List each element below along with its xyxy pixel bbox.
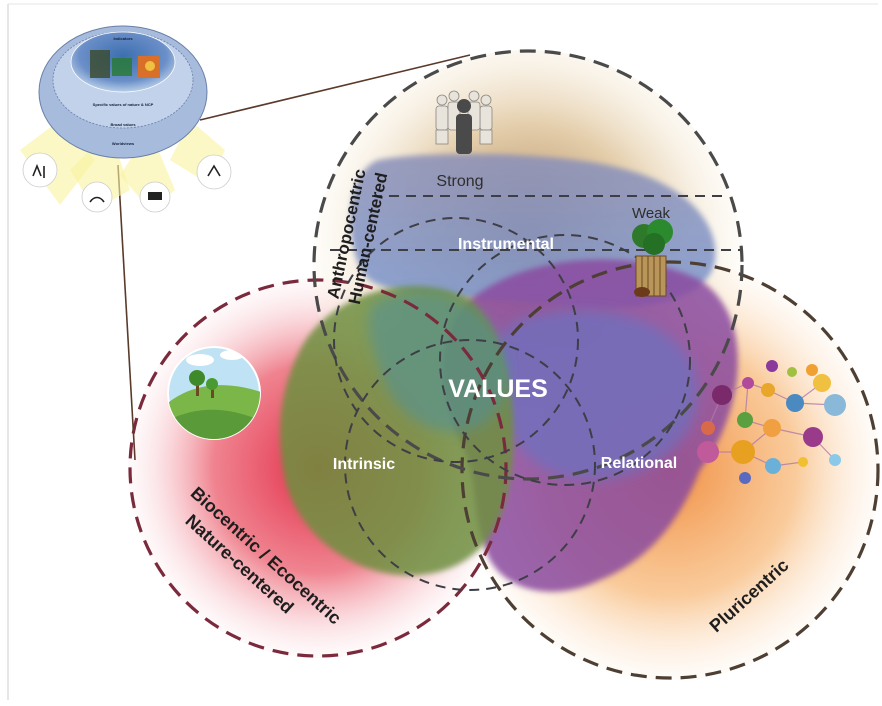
typology-inset: Indicators Specific values of nature & N…	[20, 25, 232, 213]
strong-label: Strong	[436, 173, 483, 190]
relational-zone	[442, 259, 738, 592]
inset-indicators-title: Indicators	[113, 36, 133, 41]
inset-worldviews-title: Worldviews	[112, 141, 135, 146]
values-center-label: VALUES	[448, 375, 548, 403]
biocentric-circle	[128, 278, 508, 658]
species-network-icon	[697, 360, 846, 484]
inner-value-circles	[333, 217, 691, 591]
instrumental-label: Instrumental	[458, 236, 554, 253]
zoom-line-top	[199, 54, 471, 121]
intrinsic-zone	[280, 286, 514, 576]
intrinsic-label: Intrinsic	[333, 456, 395, 473]
weak-label: Weak	[632, 205, 671, 222]
relational-label: Relational	[601, 455, 677, 472]
trees-icon	[632, 219, 673, 297]
inset-broad-values-title: Broad values	[110, 122, 136, 127]
people-group-icon	[435, 90, 493, 154]
zoom-line-bottom	[117, 164, 136, 461]
anthropocentric-circle	[312, 49, 744, 481]
inset-specific-values-title: Specific values of nature & NCP	[93, 102, 154, 107]
inset-living-as-nature-icon	[196, 154, 232, 190]
inset-living-from-nature-icon	[22, 152, 58, 188]
